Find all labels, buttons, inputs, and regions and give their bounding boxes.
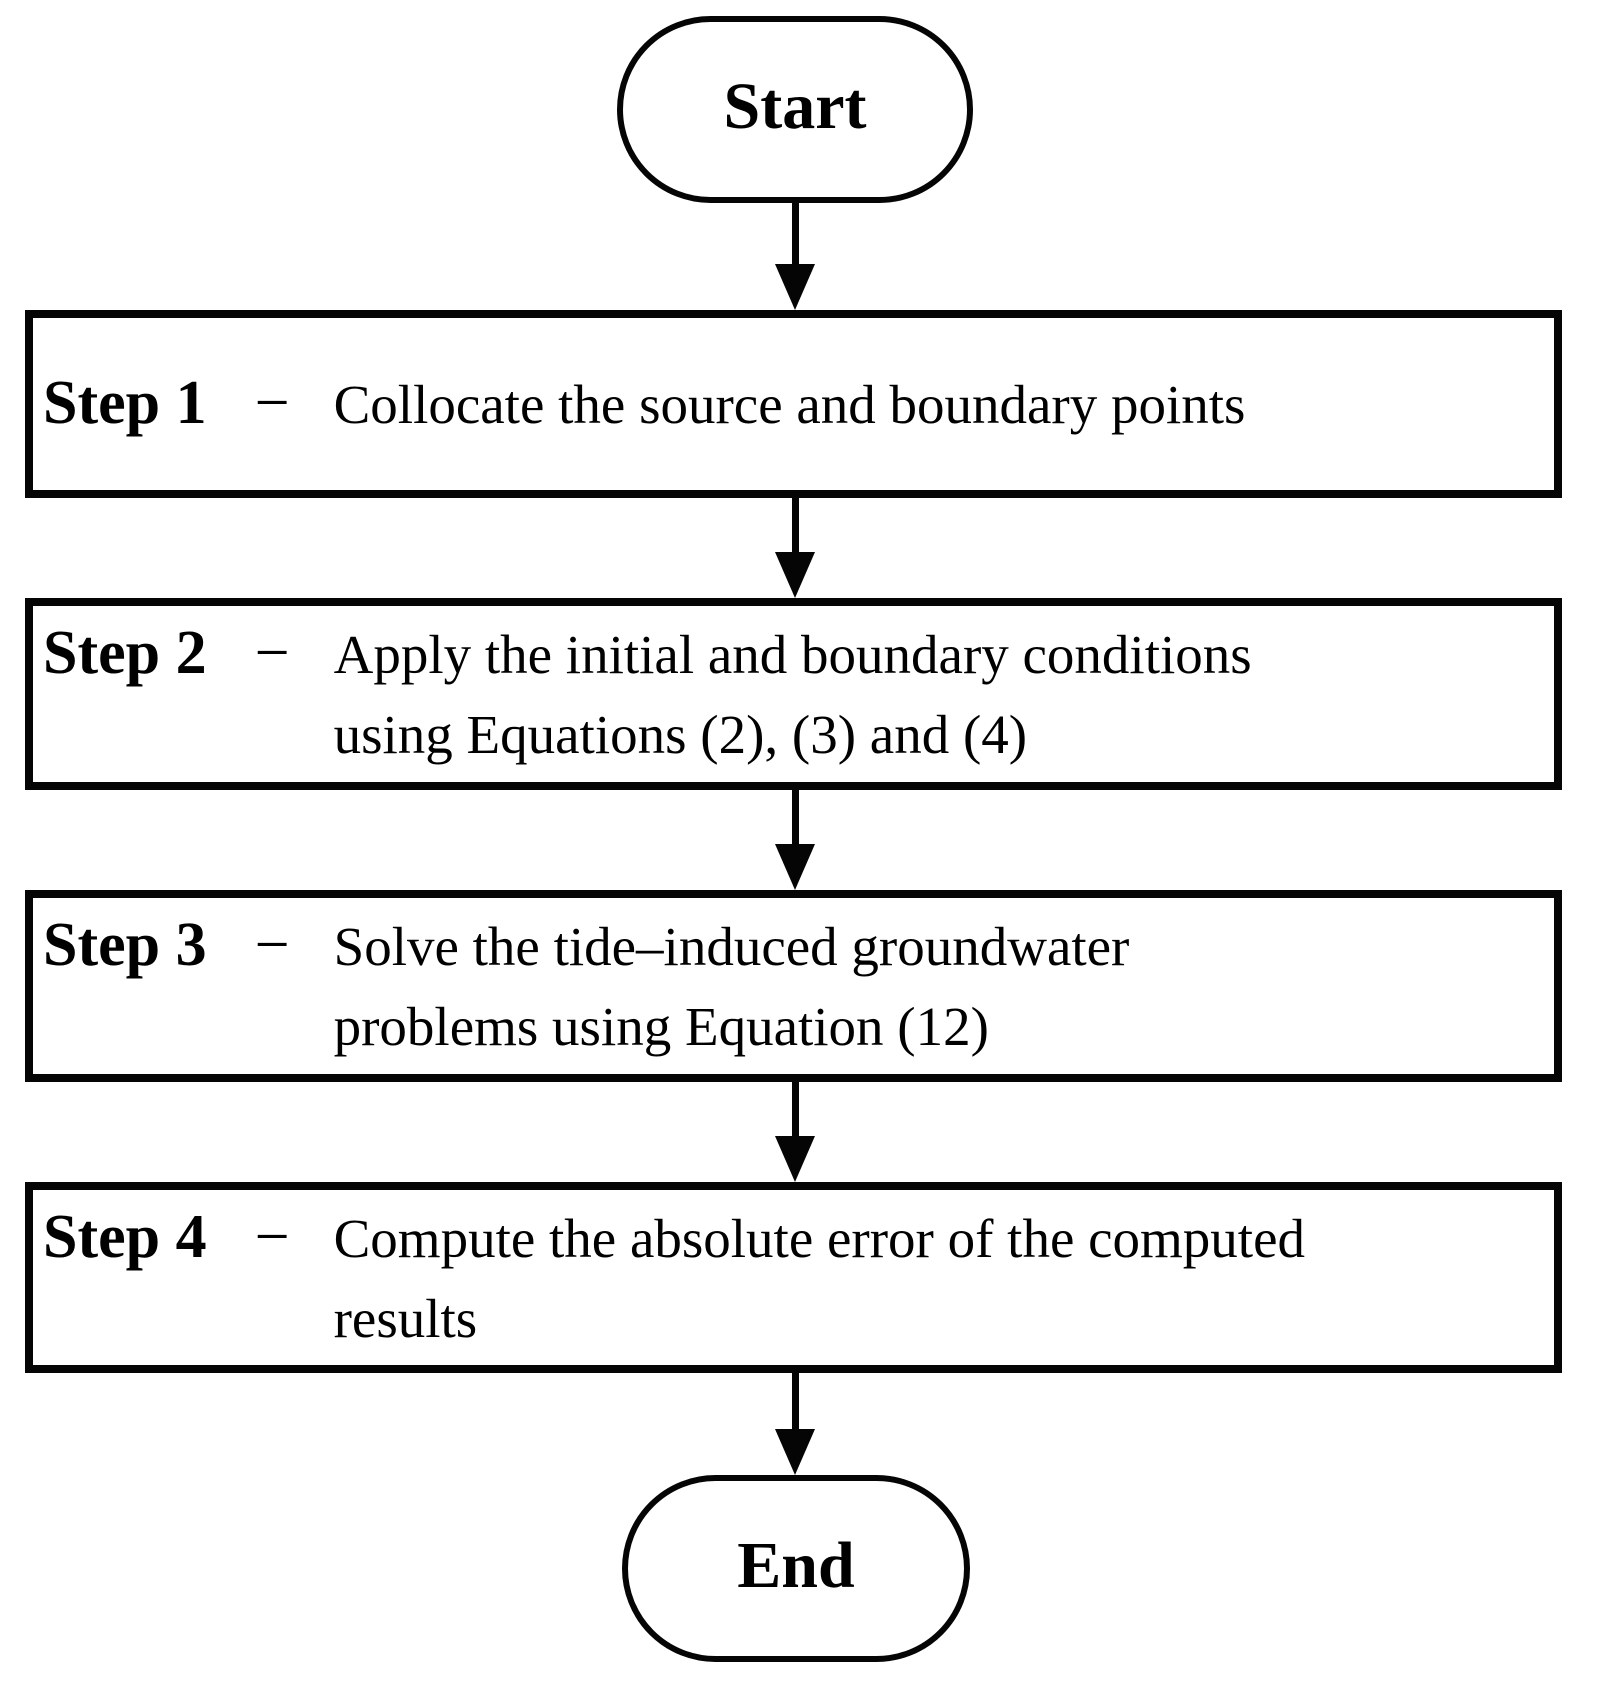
step-separator-dash: − — [254, 1202, 290, 1271]
step-2-text: Apply the initial and boundary condition… — [334, 615, 1554, 775]
step-1-label: Step 1 — [43, 369, 207, 437]
step-2-text-line-2: using Equations (2), (3) and (4) — [333, 704, 1028, 765]
arrow-step4-to-end — [775, 1373, 815, 1475]
step-1-box: Step 1 − Collocate the source and bounda… — [25, 310, 1562, 498]
arrow-step2-to-step3 — [775, 790, 815, 890]
arrow-step1-to-step2 — [775, 498, 815, 598]
step-separator-dash: − — [254, 619, 290, 687]
step-4-text-line-2: results — [333, 1287, 478, 1349]
step-2-label: Step 2 — [43, 619, 207, 687]
arrow-shaft — [791, 200, 799, 264]
step-1-text-line-1: Collocate the source and boundary points — [333, 374, 1246, 435]
arrow-shaft — [791, 1373, 799, 1429]
step-4-box: Step 4 − Compute the absolute error of t… — [25, 1182, 1562, 1373]
arrow-head-icon — [775, 844, 815, 890]
arrow-head-icon — [775, 264, 815, 310]
step-3-text-line-2: problems using Equation (12) — [333, 996, 989, 1057]
arrow-shaft — [791, 1082, 799, 1136]
step-3-text-line-1: Solve the tide–induced groundwater — [333, 916, 1130, 977]
step-4-text: Compute the absolute error of the comput… — [334, 1199, 1554, 1359]
step-2-text-line-1: Apply the initial and boundary condition… — [333, 624, 1252, 685]
start-node: Start — [617, 16, 973, 203]
arrow-shaft — [791, 498, 799, 552]
arrow-step3-to-step4 — [775, 1082, 815, 1182]
arrow-shaft — [791, 790, 799, 844]
step-1-text: Collocate the source and boundary points — [334, 365, 1554, 445]
arrow-head-icon — [775, 1136, 815, 1182]
step-separator-dash: − — [254, 911, 290, 979]
step-3-text: Solve the tide–induced groundwater probl… — [334, 907, 1554, 1067]
step-2-box: Step 2 − Apply the initial and boundary … — [25, 598, 1562, 790]
step-3-box: Step 3 − Solve the tide–induced groundwa… — [25, 890, 1562, 1082]
step-4-label: Step 4 — [43, 1202, 207, 1271]
arrow-head-icon — [775, 1429, 815, 1475]
arrow-start-to-step1 — [775, 200, 815, 310]
end-node: End — [622, 1475, 970, 1662]
step-3-label: Step 3 — [43, 911, 207, 979]
start-label: Start — [723, 69, 867, 143]
arrow-head-icon — [775, 552, 815, 598]
step-4-text-line-1: Compute the absolute error of the comput… — [333, 1207, 1305, 1269]
end-label: End — [737, 1528, 855, 1602]
step-separator-dash: − — [254, 369, 290, 437]
